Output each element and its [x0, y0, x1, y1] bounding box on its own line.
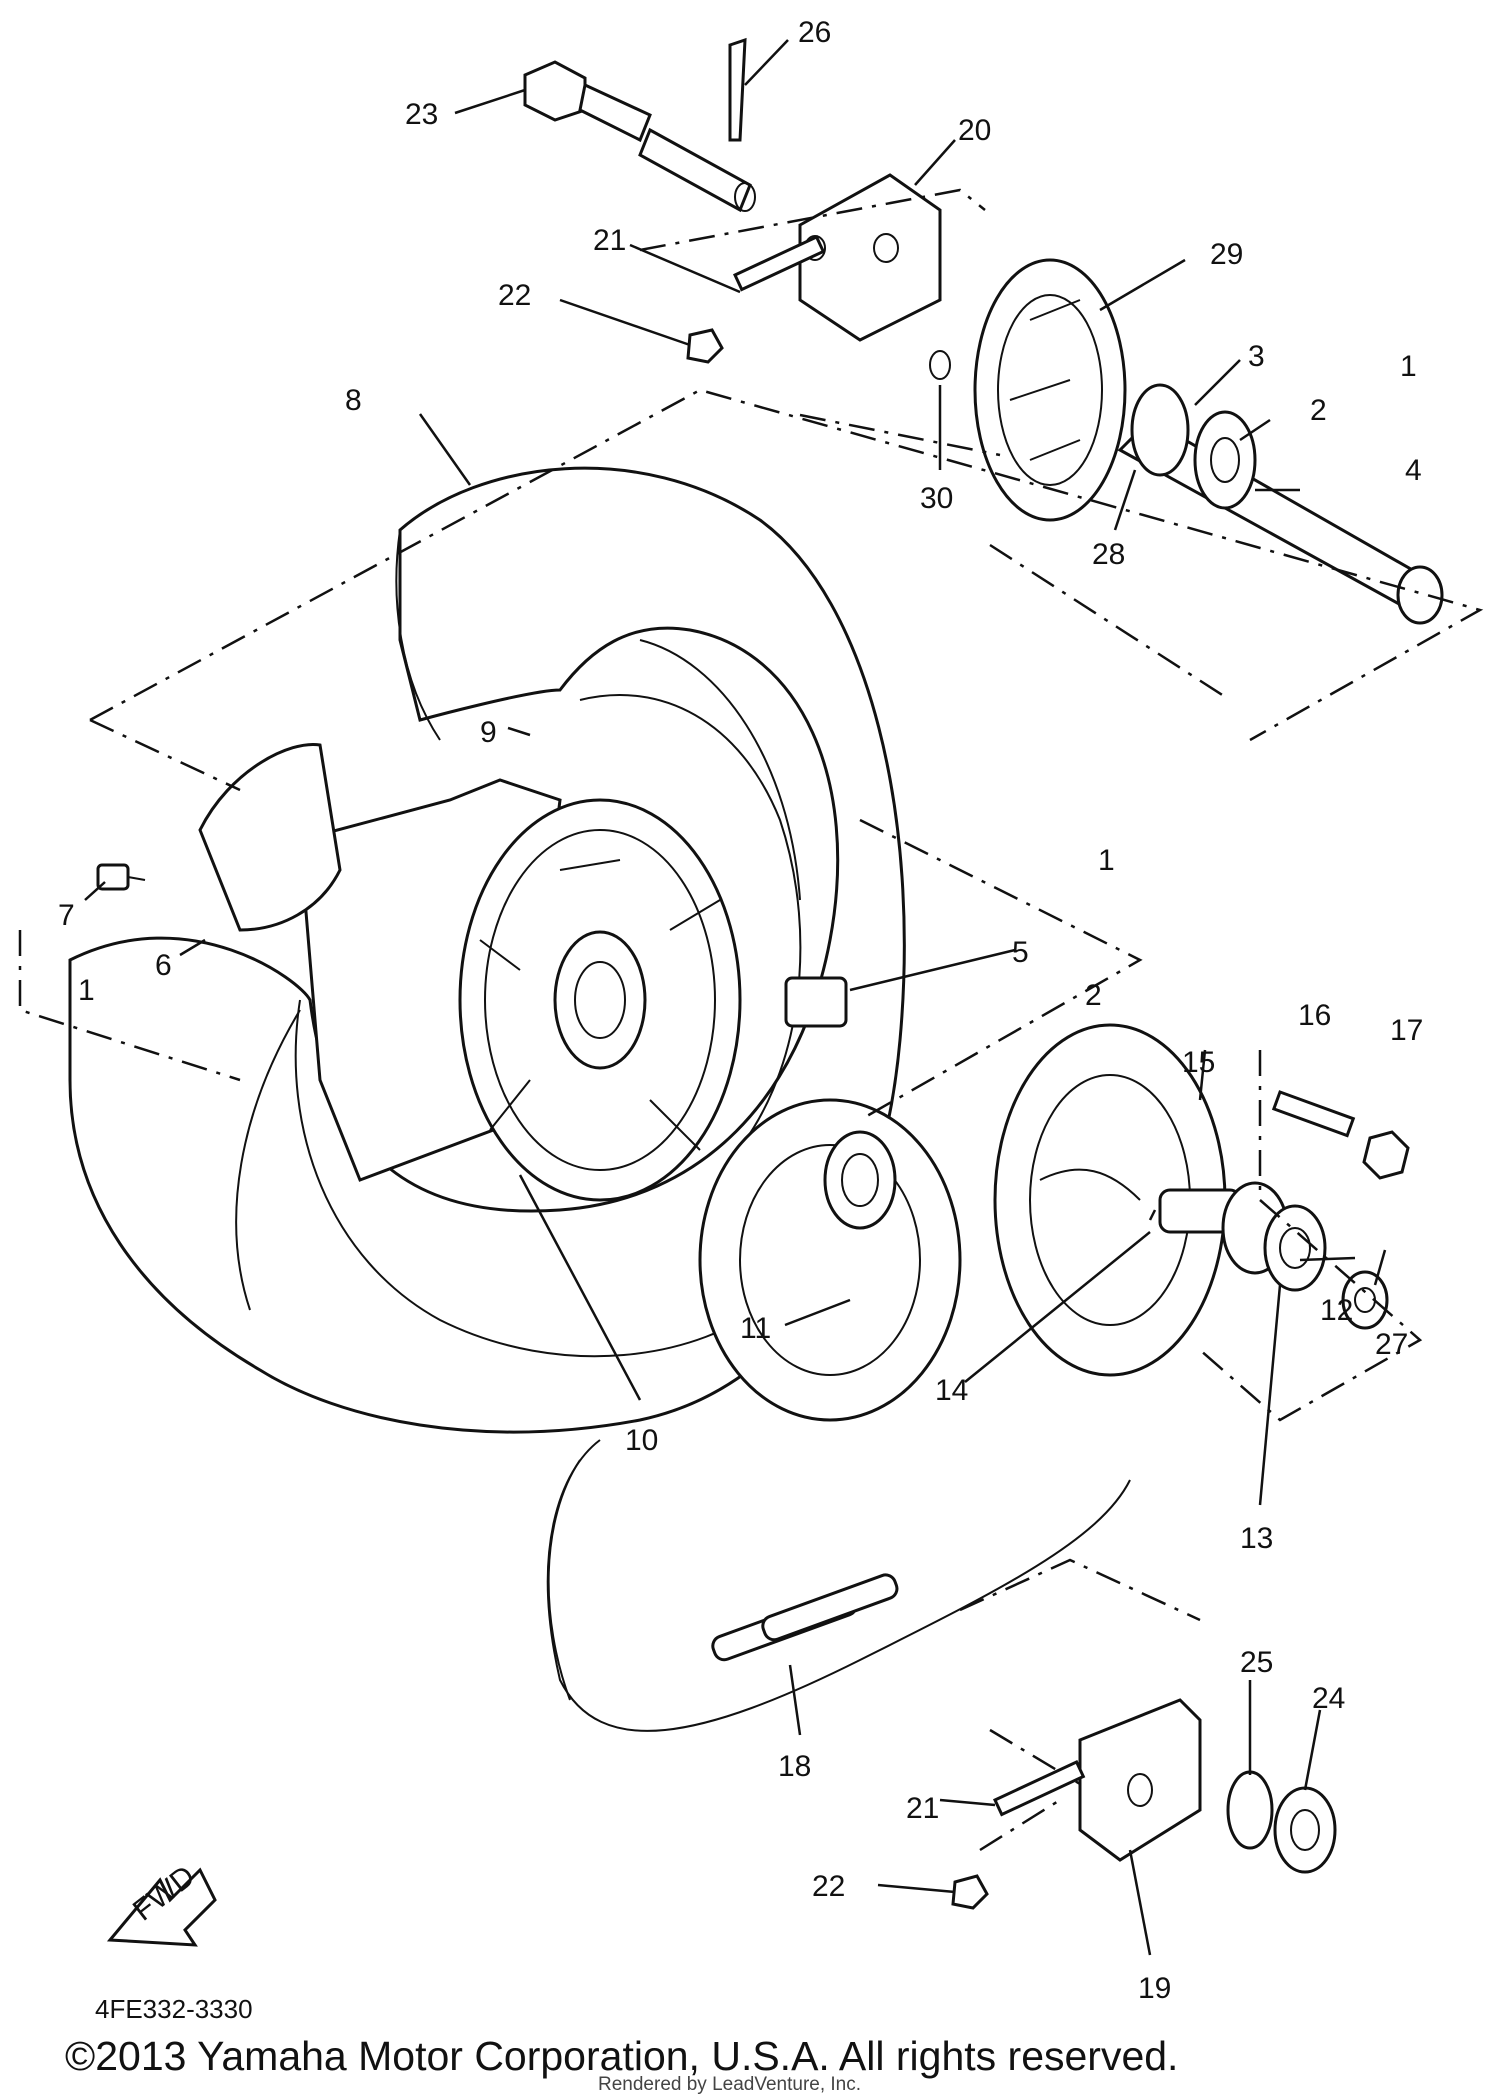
assembly-line-sprocket	[1199, 1050, 1423, 1422]
nut-24	[1273, 1786, 1337, 1874]
damper-5	[784, 976, 848, 1028]
callout-27: 27	[1375, 1328, 1408, 1361]
callout-25: 25	[1240, 1646, 1273, 1679]
washer-25	[1226, 1770, 1274, 1850]
callout-30: 30	[920, 482, 953, 515]
wheel-hub	[298, 778, 742, 1202]
callout-21-top: 21	[593, 224, 626, 257]
callout-29: 29	[1210, 238, 1243, 271]
callout-21-bottom: 21	[906, 1792, 939, 1825]
chain-puller-19	[1078, 1698, 1202, 1862]
leader-lines	[84, 39, 1387, 1956]
fwd-arrow-icon: FWD	[106, 1859, 217, 1947]
callout-22-top: 22	[498, 279, 531, 312]
assembly-line-top	[639, 188, 1231, 702]
assembly-line-lower	[959, 1558, 1201, 1852]
bearing-2	[823, 1130, 897, 1230]
callout-12: 12	[1320, 1294, 1353, 1327]
callout-22-bottom: 22	[812, 1870, 845, 1903]
copyright-notice: ©2013 Yamaha Motor Corporation, U.S.A. A…	[65, 2033, 1178, 2079]
callout-1-top: 1	[1400, 350, 1417, 383]
callout-23: 23	[405, 98, 438, 131]
adjust-bolt-21-bottom	[993, 1759, 1086, 1817]
callout-7: 7	[58, 899, 75, 932]
callout-1-left: 1	[78, 974, 95, 1007]
callout-28: 28	[1092, 538, 1125, 571]
callout-5: 5	[1012, 936, 1029, 969]
callout-26: 26	[798, 16, 831, 49]
o-ring-30	[929, 350, 951, 380]
rear-tire	[68, 466, 906, 1434]
callout-14: 14	[935, 1374, 968, 1407]
brake-shoe-plate	[973, 258, 1127, 522]
bolt-7	[96, 863, 146, 891]
callout-11: 11	[740, 1312, 771, 1345]
callout-10: 10	[625, 1424, 658, 1457]
callout-3: 3	[1248, 340, 1265, 373]
callout-24: 24	[1312, 1682, 1345, 1715]
callout-13: 13	[1240, 1522, 1273, 1555]
callout-2-mid: 2	[1085, 979, 1102, 1012]
callout-15: 15	[1182, 1046, 1215, 1079]
watermark: Rendered by LeadVenture, Inc.	[598, 2074, 861, 2095]
callout-9: 9	[480, 716, 497, 749]
axle-spacers	[1158, 1181, 1389, 1330]
callout-4: 4	[1405, 454, 1422, 487]
stud-and-nut	[1271, 1090, 1410, 1180]
callout-1-mid: 1	[1098, 844, 1115, 877]
callout-8: 8	[345, 384, 362, 417]
diagram-code: 4FE332-3330	[95, 1994, 253, 2024]
callout-20: 20	[958, 114, 991, 147]
callout-19: 19	[1138, 1972, 1171, 2005]
callout-6: 6	[155, 949, 172, 982]
axle-4	[1117, 383, 1444, 625]
callout-17: 17	[1390, 1014, 1423, 1047]
callout-16: 16	[1298, 999, 1331, 1032]
callout-numbers: 26 20 23 21 22 29 3 1 2 8 30 4 28 9 1 7 …	[58, 16, 1423, 2005]
adjust-bolt-21-top	[686, 234, 826, 364]
callout-2-top: 2	[1310, 394, 1327, 427]
drive-chain-18	[546, 1439, 1131, 1732]
nut-22-bottom	[951, 1874, 989, 1910]
callout-18: 18	[778, 1750, 811, 1783]
axle-bolt-23	[523, 60, 756, 213]
assembly-line-wheel	[89, 388, 1484, 792]
chain-puller-20	[798, 173, 942, 342]
cotter-pin-26	[728, 37, 747, 142]
assembly-line-hub	[18, 818, 1143, 1122]
hub-cover	[198, 742, 342, 932]
